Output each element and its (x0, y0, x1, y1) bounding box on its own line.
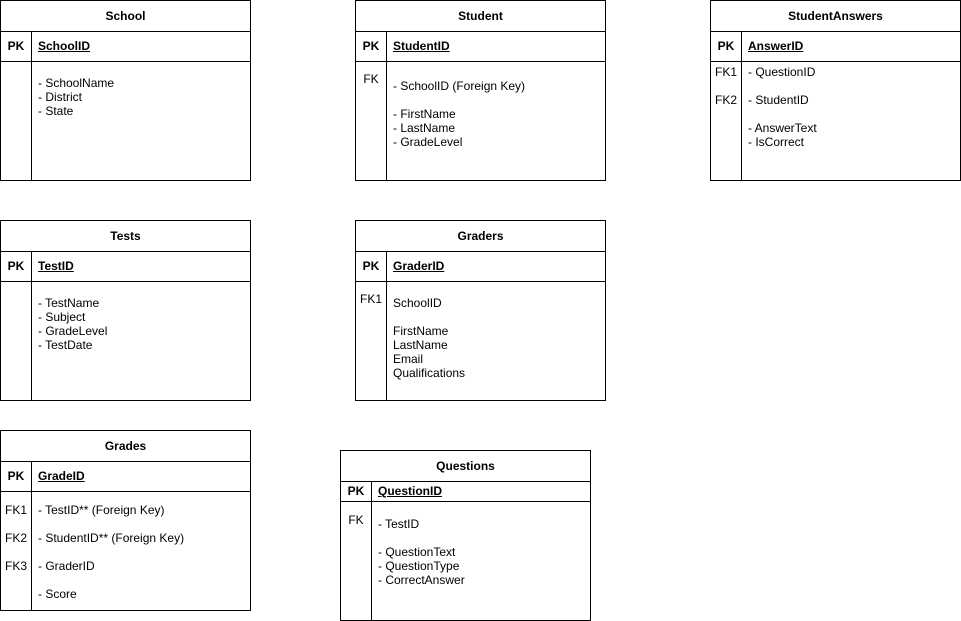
entity-graders[interactable]: Graders PK GraderID FK1 SchoolID FirstNa… (355, 220, 606, 401)
field: - GradeLevel (38, 324, 108, 338)
pk-label: PK (7, 259, 25, 273)
pk-field: AnswerID (748, 39, 804, 53)
entity-title: Student (356, 1, 605, 32)
primary-key-row: PK TestID (1, 251, 250, 282)
entity-body: FK - SchoolID (Foreign Key) - FirstName … (356, 62, 605, 180)
field: - IsCorrect (748, 135, 805, 149)
pk-field: GradeID (38, 469, 85, 483)
entity-body: FK1 - QuestionID FK2 - StudentID - Answe… (711, 62, 960, 180)
field: - District (38, 90, 82, 104)
field: - FirstName (393, 107, 456, 121)
entity-grades[interactable]: Grades PK GradeID FK1 - TestID** (Foreig… (0, 430, 251, 611)
primary-key-row: PK AnswerID (711, 31, 960, 62)
pk-field: TestID (38, 259, 74, 273)
primary-key-row: PK GraderID (356, 251, 605, 282)
entity-body: - TestName - Subject - GradeLevel - Test… (1, 282, 250, 400)
field: - GradeLevel (393, 135, 463, 149)
pk-field: StudentID (393, 39, 450, 53)
field: - State (38, 104, 74, 118)
primary-key-row: PK QuestionID (341, 481, 590, 502)
entity-school[interactable]: School PK SchoolID - SchoolName - Distri… (0, 0, 251, 181)
field: - StudentID** (Foreign Key) (38, 531, 185, 545)
pk-field: SchoolID (38, 39, 91, 53)
entity-title: Grades (1, 431, 250, 462)
pk-label: PK (362, 39, 380, 53)
entity-body: FK1 - TestID** (Foreign Key) FK2 - Stude… (1, 492, 250, 610)
entity-title: Tests (1, 221, 250, 252)
entity-title: Graders (356, 221, 605, 252)
field: - CorrectAnswer (378, 573, 465, 587)
field: - SchoolID (Foreign Key) (393, 79, 526, 93)
field: Qualifications (393, 366, 466, 380)
entity-tests[interactable]: Tests PK TestID - TestName - Subject - G… (0, 220, 251, 401)
fk-label: FK3 (4, 559, 27, 573)
pk-label: PK (7, 469, 25, 483)
fk-label: FK1 (359, 292, 382, 306)
fk-label: FK1 (714, 65, 737, 79)
pk-label: PK (347, 484, 365, 498)
entity-questions[interactable]: Questions PK QuestionID FK - TestID - Qu… (340, 450, 591, 621)
field: LastName (393, 338, 448, 352)
primary-key-row: PK SchoolID (1, 31, 250, 62)
fk-label: FK (363, 72, 379, 86)
entity-title: School (1, 1, 250, 32)
entity-body: FK - TestID - QuestionText - QuestionTyp… (341, 502, 590, 620)
field: - Subject (38, 310, 86, 324)
field: - LastName (393, 121, 456, 135)
entity-title: StudentAnswers (711, 1, 960, 32)
primary-key-row: PK StudentID (356, 31, 605, 62)
pk-label: PK (717, 39, 735, 53)
pk-field: QuestionID (378, 484, 443, 498)
field: - SchoolName (38, 76, 115, 90)
entity-body: FK1 SchoolID FirstName LastName Email Qu… (356, 282, 605, 400)
field: - AnswerText (748, 121, 817, 135)
fk-label: FK2 (714, 93, 737, 107)
field: - StudentID (748, 93, 809, 107)
entity-body: - SchoolName - District - State (1, 62, 250, 180)
entity-student[interactable]: Student PK StudentID FK - SchoolID (Fore… (355, 0, 606, 181)
fk-label: FK (348, 513, 364, 527)
field: SchoolID (393, 296, 442, 310)
field: - TestID** (Foreign Key) (38, 503, 165, 517)
entity-title: Questions (341, 451, 590, 482)
fk-label: FK2 (4, 531, 27, 545)
field: Email (393, 352, 424, 366)
field: - QuestionType (378, 559, 460, 573)
entity-student-answers[interactable]: StudentAnswers PK AnswerID FK1 - Questio… (710, 0, 961, 181)
field: - TestName (38, 296, 100, 310)
primary-key-row: PK GradeID (1, 461, 250, 492)
field: - QuestionID (748, 65, 816, 79)
fk-label: FK1 (4, 503, 27, 517)
field: - GraderID (38, 559, 95, 573)
pk-field: GraderID (393, 259, 445, 273)
field: - TestID (378, 517, 420, 531)
field: - Score (38, 587, 77, 601)
field: - TestDate (38, 338, 93, 352)
field: - QuestionText (378, 545, 456, 559)
field: FirstName (393, 324, 449, 338)
pk-label: PK (362, 259, 380, 273)
pk-label: PK (7, 39, 25, 53)
